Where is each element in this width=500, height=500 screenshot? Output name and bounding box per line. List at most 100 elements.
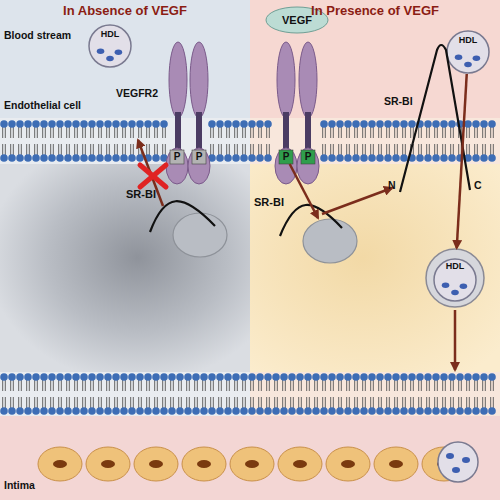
cell-body [182,447,226,481]
lipid-molecule [400,120,408,138]
hdl-particle: HDL [88,24,132,68]
lipid-head [408,407,416,415]
lipid-tail [285,380,286,391]
lipid-molecule [160,373,168,391]
lipid-head [360,120,368,128]
lipid-head [232,154,240,162]
lipid-molecule [8,120,16,138]
lipid-molecule [216,120,224,138]
lipid-molecule [168,397,176,415]
lipid-tail [85,380,86,391]
lipid-molecule [336,373,344,391]
lipid-molecule [160,120,168,138]
lipid-molecule [88,120,96,138]
lipid-molecule [64,144,72,162]
lipid-tail [234,397,235,408]
lipid-head [208,407,216,415]
lipid-head [352,373,360,381]
lipid-molecule [280,373,288,391]
lipid-tail [405,397,406,408]
lipid-molecule [360,144,368,162]
lipid-head [8,373,16,381]
lipid-head [136,373,144,381]
lipid-molecule [88,144,96,162]
lipid-molecule [56,120,64,138]
lipid-molecule [424,144,432,162]
lipid-tail [45,144,46,155]
lipid-tail [101,127,102,138]
lipid-head [64,373,72,381]
region-label: Intima [4,480,35,492]
lipid-head [416,373,424,381]
lipid-tail [258,397,259,408]
lipid-tail [18,380,19,391]
lipid-tail [90,144,91,155]
lipid-tail [130,127,131,138]
lipid-molecule [376,397,384,415]
lipid-tail [234,144,235,155]
lipid-molecule [128,397,136,415]
lipid-head [400,120,408,128]
lipid-tail [341,397,342,408]
lipid-molecule [464,373,472,391]
lipid-molecule [424,120,432,138]
lipid-molecule [440,397,448,415]
cell-nucleus [53,460,67,468]
lipid-head [344,154,352,162]
lipid-tail [82,144,83,155]
lipid-tail [426,144,427,155]
lipid-head [96,154,104,162]
lipid-tail [58,380,59,391]
lipid-tail [362,380,363,391]
srbi-membrane-loop [400,45,470,192]
lipid-tail [437,144,438,155]
lipid-head [160,373,168,381]
lipid-molecule [184,373,192,391]
lipid-molecule [136,144,144,162]
lipid-head [424,154,432,162]
lipid-head [480,373,488,381]
lipid-tail [357,380,358,391]
lipid-molecule [368,397,376,415]
lipid-molecule [224,120,232,138]
lipid-molecule [464,120,472,138]
lipid-head [456,120,464,128]
lipid-tail [125,144,126,155]
lipid-tail [413,380,414,391]
lipid-molecule [0,120,8,138]
lipid-head [456,407,464,415]
lipid-tail [298,380,299,391]
lipid-head [56,120,64,128]
lipid-head [440,407,448,415]
lipid-head [144,120,152,128]
node-label: HDL [425,262,485,272]
lipid-molecule [336,144,344,162]
lipid-tail [301,397,302,408]
lipid-tail [333,397,334,408]
lipid-molecule [56,397,64,415]
lipid-head [376,373,384,381]
lipid-tail [442,380,443,391]
lipid-tail [397,127,398,138]
lipid-tail [5,127,6,138]
lipid-head [136,407,144,415]
lipid-molecule [312,373,320,391]
lipid-tail [469,127,470,138]
lipid-molecule [40,397,48,415]
lipid-tail [469,397,470,408]
lipid-tail [482,127,483,138]
lipid-head [152,154,160,162]
lipid-tail [42,397,43,408]
lipid-head [96,373,104,381]
lipid-molecule [24,120,32,138]
lipid-head [160,120,168,128]
lipid-tail [74,127,75,138]
lipid-molecule [104,397,112,415]
lipid-head [112,154,120,162]
lipid-molecule [8,397,16,415]
lipid-tail [101,397,102,408]
lipid-tail [269,127,270,138]
lipid-tail [458,127,459,138]
lipid-molecule [120,373,128,391]
